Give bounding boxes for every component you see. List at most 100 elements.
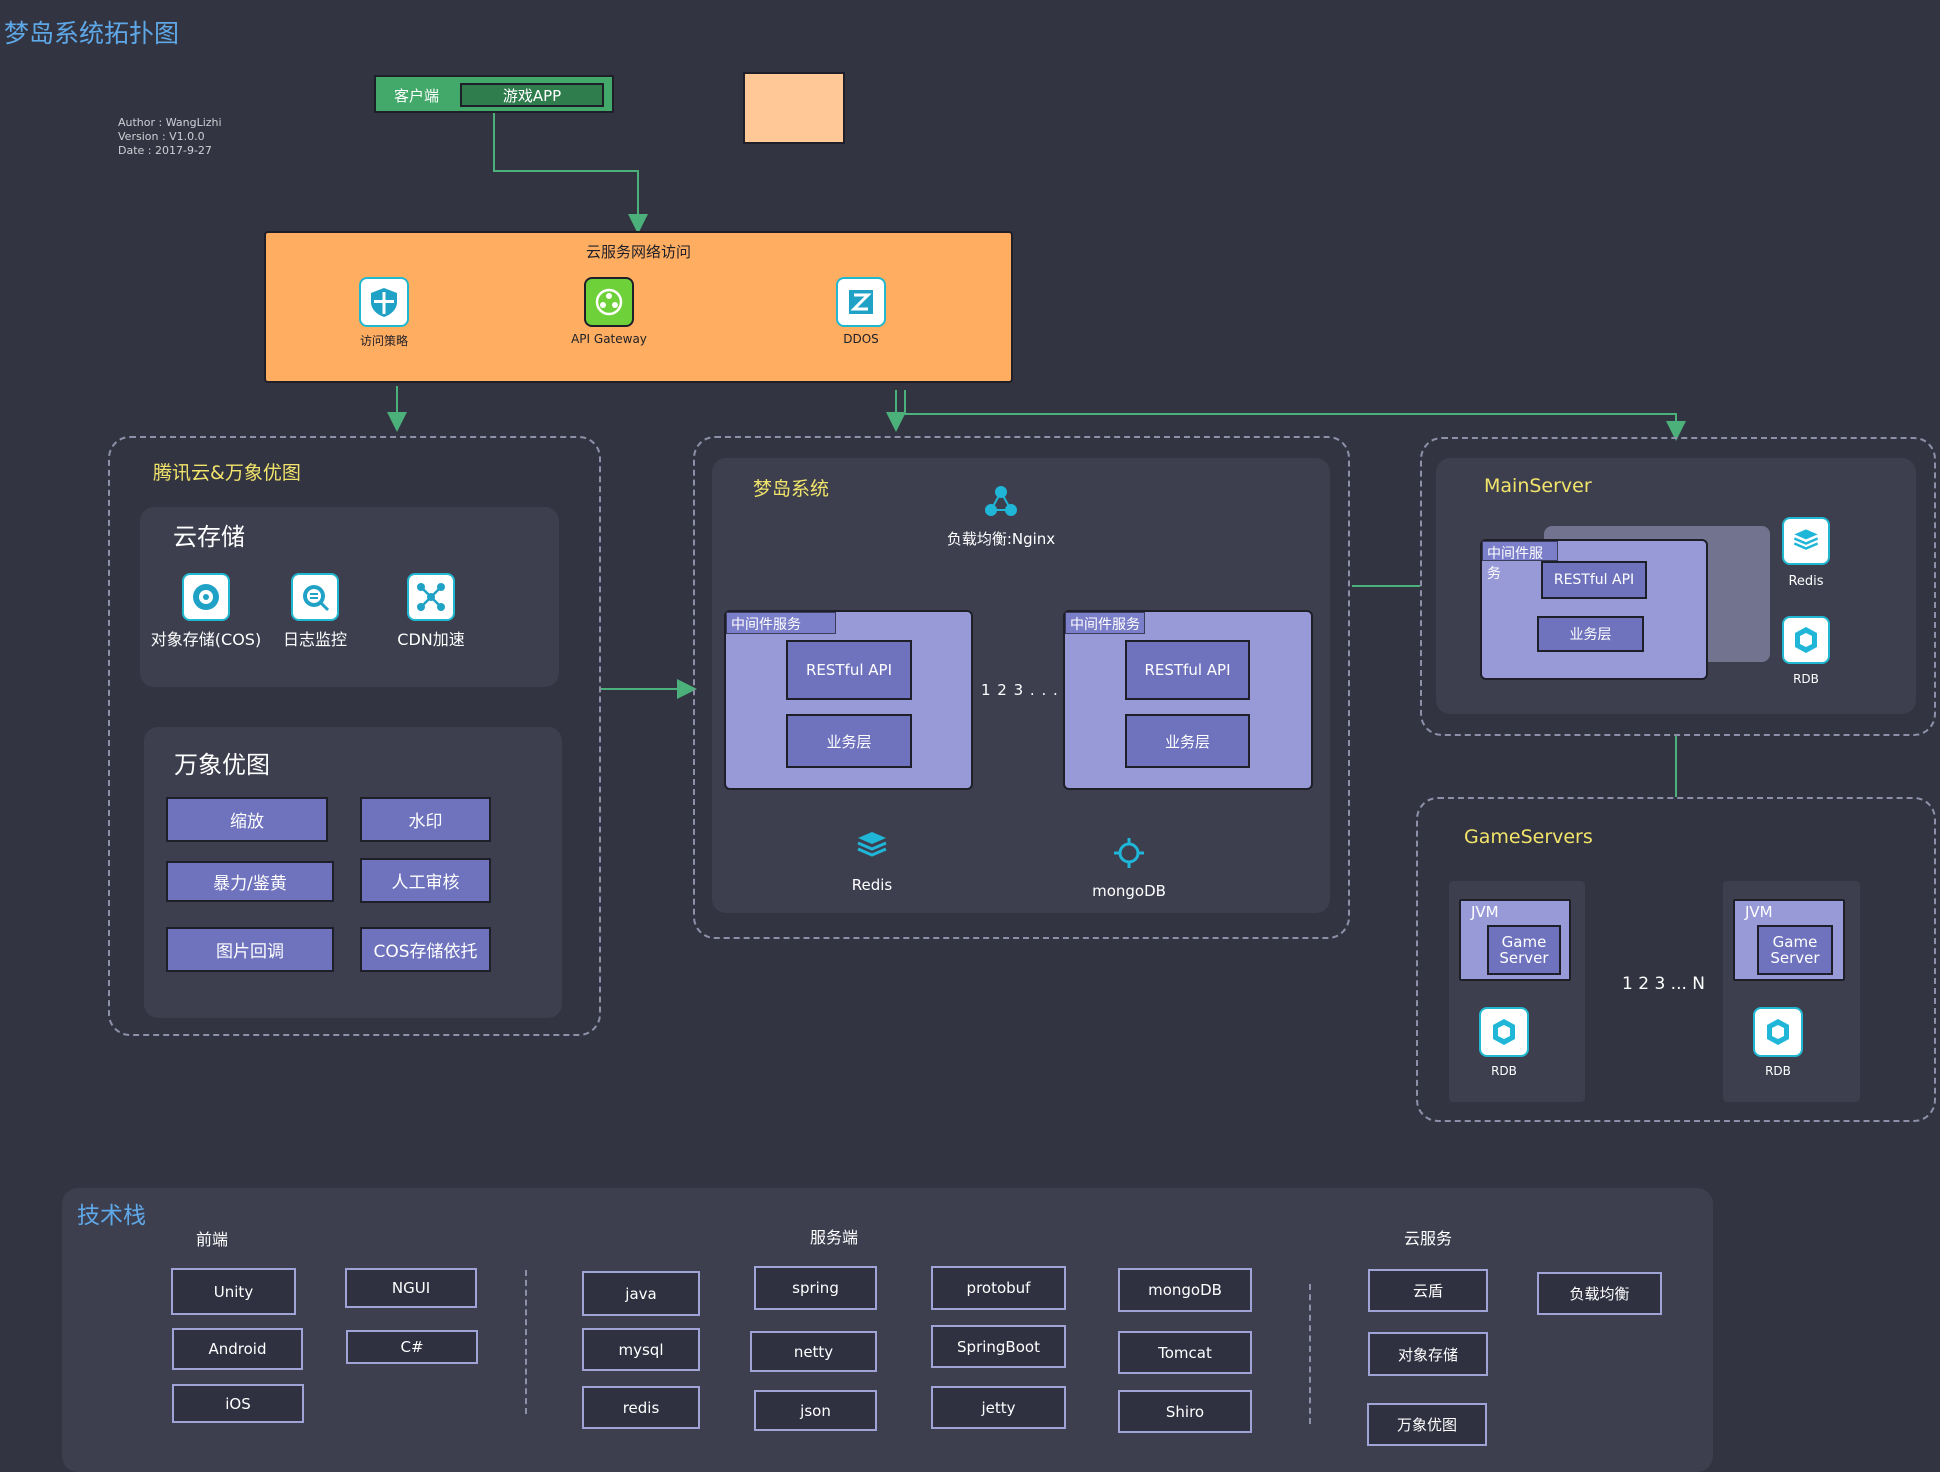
image-callback-button[interactable]: 图片回调 xyxy=(166,927,334,972)
tech-json[interactable]: json xyxy=(754,1390,877,1431)
divider-2 xyxy=(1309,1284,1311,1424)
shield-icon xyxy=(359,277,409,327)
techstack-panel: 技术栈 前端 Unity NGUI Android C# iOS 服务端 jav… xyxy=(62,1188,1713,1472)
mengdao-panel: 梦岛系统 负载均衡:Nginx 中间件服务 RESTful API 业务层 1 … xyxy=(712,458,1330,913)
rdb-label: RDB xyxy=(1491,1064,1517,1078)
redis-icon xyxy=(854,828,890,864)
tech-java[interactable]: java xyxy=(582,1271,700,1316)
gameservers-range: 1 2 3 ... N xyxy=(1622,974,1705,994)
wanxiang-panel: 万象优图 缩放 水印 暴力/鉴黄 人工审核 图片回调 COS存储依托 xyxy=(144,727,562,1018)
cdn-label: CDN加速 xyxy=(397,630,465,649)
jvm-label: JVM xyxy=(1745,903,1773,921)
middleware-node-1[interactable]: 中间件服务 RESTful API 业务层 xyxy=(724,610,973,790)
game-app-box[interactable]: 游戏APP xyxy=(460,83,604,107)
rdb-icon xyxy=(1753,1007,1803,1057)
rdb-label: RDB xyxy=(1765,1064,1791,1078)
biz-layer-box[interactable]: 业务层 xyxy=(1125,714,1250,768)
ddos-label: DDOS xyxy=(843,332,879,346)
tech-redis[interactable]: redis xyxy=(582,1386,700,1429)
meta-author: Author : WangLizhi xyxy=(118,116,222,129)
jvm-label: JVM xyxy=(1471,903,1499,921)
api-gateway-label: API Gateway xyxy=(571,332,647,346)
biz-layer-box[interactable]: 业务层 xyxy=(786,714,912,768)
cos-label: 对象存储(COS) xyxy=(150,630,262,649)
restful-api-box[interactable]: RESTful API xyxy=(1541,561,1647,599)
page-title: 梦岛系统拓扑图 xyxy=(4,19,180,48)
restful-api-box[interactable]: RESTful API xyxy=(786,640,912,700)
mongodb-label: mongoDB xyxy=(1092,882,1166,900)
violence-porn-button[interactable]: 暴力/鉴黄 xyxy=(166,861,334,902)
meta-version: Version : V1.0.0 xyxy=(118,130,205,143)
tech-springboot[interactable]: SpringBoot xyxy=(931,1325,1066,1368)
rdb-icon xyxy=(1782,616,1830,664)
game-server-box[interactable]: Game Server xyxy=(1487,925,1561,975)
cloud-title: 云服务 xyxy=(1404,1229,1453,1248)
client-label: 客户端 xyxy=(394,87,440,105)
game-server-box[interactable]: Game Server xyxy=(1757,925,1833,975)
nginx-icon xyxy=(981,482,1021,522)
redis-label: Redis xyxy=(851,876,893,894)
cloud-storage-title: 云存储 xyxy=(173,523,245,551)
jvm-box[interactable]: JVM Game Server xyxy=(1733,899,1845,981)
tech-tomcat[interactable]: Tomcat xyxy=(1118,1331,1252,1374)
tech-spring[interactable]: spring xyxy=(754,1266,877,1310)
middleware-node-n[interactable]: 中间件服务 RESTful API 业务层 xyxy=(1063,610,1313,790)
tencent-title: 腾讯云&万象优图 xyxy=(153,462,301,484)
backend-title: 服务端 xyxy=(810,1228,859,1247)
techstack-title: 技术栈 xyxy=(77,1203,146,1229)
rdb-label: RDB xyxy=(1793,672,1819,686)
tech-csharp[interactable]: C# xyxy=(346,1330,478,1364)
client-box[interactable]: 客户端 游戏APP xyxy=(374,75,614,113)
tech-wanxiang[interactable]: 万象优图 xyxy=(1367,1403,1487,1446)
restful-api-box[interactable]: RESTful API xyxy=(1125,640,1250,700)
game-app-label: 游戏APP xyxy=(502,86,562,105)
gameservers-title: GameServers xyxy=(1464,826,1593,848)
api-gateway-icon xyxy=(584,277,634,327)
middleware-tag: 中间件服务 xyxy=(1482,541,1558,582)
ddos-icon xyxy=(836,277,886,327)
cos-backing-button[interactable]: COS存储依托 xyxy=(360,927,491,972)
redis-icon xyxy=(1782,517,1830,565)
tech-shiro[interactable]: Shiro xyxy=(1118,1390,1252,1433)
tech-ios[interactable]: iOS xyxy=(172,1384,304,1423)
tech-jetty[interactable]: jetty xyxy=(931,1386,1066,1429)
tech-load-balancer[interactable]: 负载均衡 xyxy=(1537,1272,1662,1315)
divider-1 xyxy=(525,1270,527,1414)
meta-date: Date : 2017-9-27 xyxy=(118,144,212,157)
cloud-access-panel: 云服务网络访问 访问策略 API Gateway DDOS xyxy=(264,231,1013,383)
tech-netty[interactable]: netty xyxy=(750,1331,877,1372)
legend-swatch xyxy=(743,72,845,144)
tech-android[interactable]: Android xyxy=(172,1328,303,1370)
tech-mongodb[interactable]: mongoDB xyxy=(1118,1268,1252,1312)
manual-review-button[interactable]: 人工审核 xyxy=(360,858,491,903)
mainserver-panel: MainServer 中间件服务 RESTful API 业务层 Redis R… xyxy=(1436,458,1916,714)
tech-unity[interactable]: Unity xyxy=(171,1268,296,1315)
jvm-box[interactable]: JVM Game Server xyxy=(1459,899,1571,981)
frontend-title: 前端 xyxy=(196,1230,229,1249)
access-policy-label: 访问策略 xyxy=(359,334,408,348)
middleware-tag: 中间件服务 xyxy=(726,612,836,634)
log-monitor-label: 日志监控 xyxy=(282,630,347,649)
mengdao-group: 梦岛系统 负载均衡:Nginx 中间件服务 RESTful API 业务层 1 … xyxy=(693,436,1350,939)
gameserver-1: JVM Game Server RDB xyxy=(1449,881,1585,1102)
middleware-tag: 中间件服务 xyxy=(1065,612,1145,634)
tech-protobuf[interactable]: protobuf xyxy=(931,1266,1066,1310)
meta-info: Author : WangLizhi Version : V1.0.0 Date… xyxy=(118,116,222,158)
cos-icon xyxy=(182,573,230,621)
tech-ngui[interactable]: NGUI xyxy=(345,1268,477,1308)
tech-yundun[interactable]: 云盾 xyxy=(1368,1269,1488,1312)
log-monitor-icon xyxy=(291,573,339,621)
zoom-button[interactable]: 缩放 xyxy=(166,797,328,842)
watermark-button[interactable]: 水印 xyxy=(360,797,491,842)
biz-layer-box[interactable]: 业务层 xyxy=(1537,616,1644,652)
tech-object-storage[interactable]: 对象存储 xyxy=(1368,1332,1488,1376)
rdb-icon xyxy=(1479,1007,1529,1057)
tech-mysql[interactable]: mysql xyxy=(582,1328,700,1371)
mongodb-icon xyxy=(1112,836,1146,870)
mainserver-middleware[interactable]: 中间件服务 RESTful API 业务层 xyxy=(1480,539,1708,680)
cdn-icon xyxy=(407,573,455,621)
nginx-label: 负载均衡:Nginx xyxy=(946,530,1056,548)
mainserver-title: MainServer xyxy=(1484,475,1592,497)
cloud-access-title: 云服务网络访问 xyxy=(585,243,691,261)
redis-label: Redis xyxy=(1788,574,1824,589)
